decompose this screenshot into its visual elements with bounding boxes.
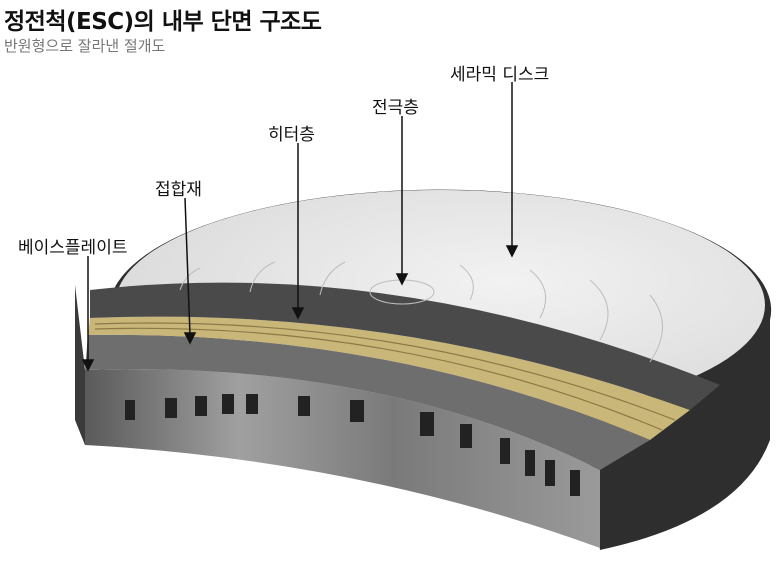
label-base-plate: 베이스플레이트 [18, 238, 128, 258]
label-ceramic-disk: 세라믹 디스크 [450, 65, 550, 85]
cooling-channels [125, 394, 580, 496]
label-arrows [81, 82, 519, 372]
page-subtitle: 반원형으로 잘라낸 절개도 [4, 37, 166, 55]
label-heater-layer: 히터층 [268, 125, 315, 145]
label-bonding-material: 접합재 [155, 180, 202, 200]
page-title: 정전척(ESC)의 내부 단면 구조도 [4, 9, 322, 35]
ceramic-electrode-band [90, 282, 720, 410]
base-plate-section [85, 369, 600, 548]
bonding-layer-section [85, 334, 650, 470]
heater-coil-pattern [94, 322, 676, 431]
label-electrode-layer: 전극층 [372, 98, 419, 118]
base-plate-left-face [75, 285, 85, 445]
